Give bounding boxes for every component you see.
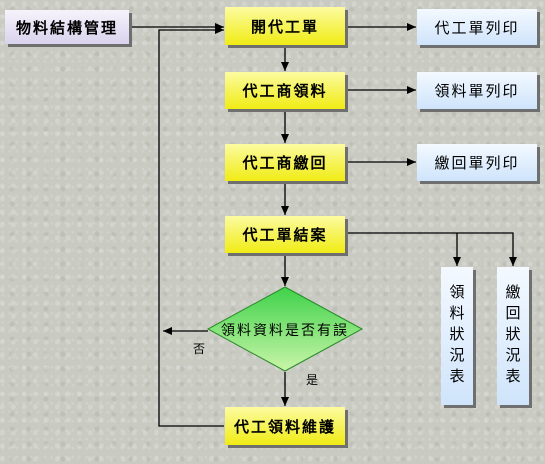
pick-status-node[interactable]: 領料狀況表: [441, 267, 473, 405]
print-pick-node[interactable]: 領料單列印: [417, 72, 537, 109]
vendor-return-node[interactable]: 代工商繳回: [225, 144, 345, 181]
return-status-node[interactable]: 繳回狀況表: [497, 267, 529, 405]
maintain-node[interactable]: 代工領料維護: [225, 407, 345, 445]
edge-maintain-loop: [158, 26, 224, 427]
edge-close-to-status: [345, 232, 517, 266]
open-order-node[interactable]: 開代工單: [225, 7, 345, 45]
material-structure-node[interactable]: 物料結構管理: [5, 10, 129, 44]
decision-diamond: [206, 286, 364, 372]
edge-label-yes: 是: [306, 373, 319, 387]
print-order-node[interactable]: 代工單列印: [417, 9, 537, 45]
vendor-receive-node[interactable]: 代工商領料: [225, 72, 345, 109]
print-return-node[interactable]: 繳回單列印: [417, 144, 537, 181]
order-close-node[interactable]: 代工單結案: [225, 216, 345, 253]
check-data-label: 領料資料是否有誤: [221, 323, 349, 339]
edge-label-no: 否: [193, 342, 206, 356]
